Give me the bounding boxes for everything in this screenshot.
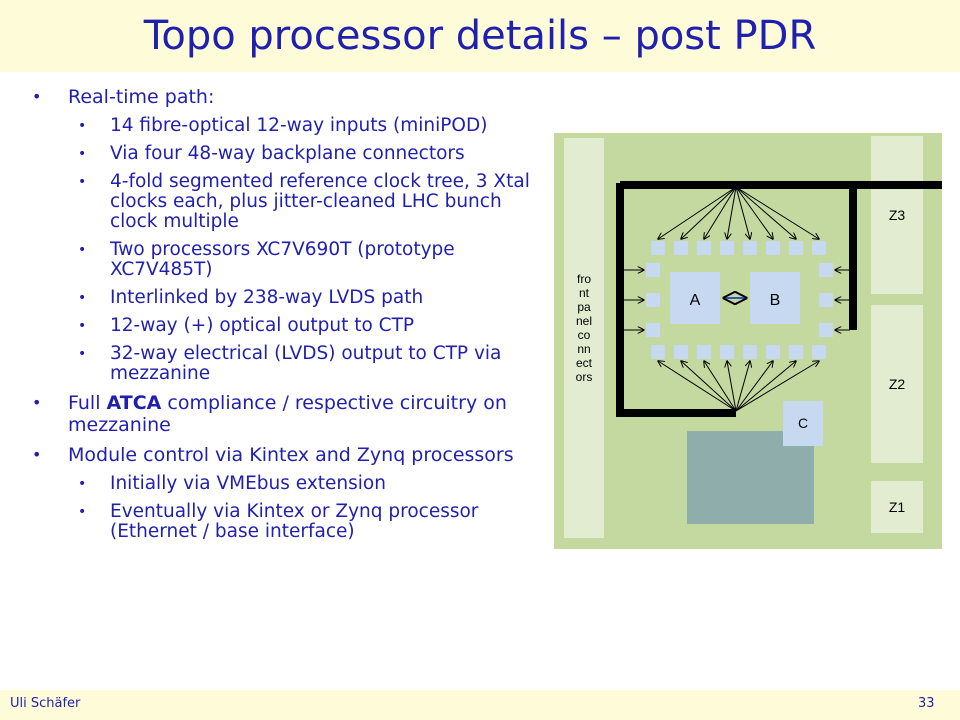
- minipod: [651, 345, 665, 359]
- fibre-arrow: [658, 186, 737, 239]
- page-number: 33: [918, 696, 935, 711]
- minipod: [720, 345, 734, 359]
- title-bar: [0, 0, 960, 72]
- minipod: [646, 293, 660, 307]
- minipod: [674, 345, 688, 359]
- minipod: [812, 345, 826, 359]
- mezzanine: [687, 431, 814, 524]
- fibre-arrow: [658, 361, 737, 412]
- fibre-arrow: [735, 361, 796, 412]
- sub-bullet: Two processors XC7V690T (prototype XC7V4…: [32, 240, 532, 280]
- minipod: [812, 241, 826, 255]
- zone-z2-label: Z2: [889, 376, 906, 392]
- minipod: [766, 241, 780, 255]
- bullet-module-control: Module control via Kintex and Zynq proce…: [32, 444, 532, 466]
- sub-bullet: 14 fibre-optical 12-way inputs (miniPOD): [32, 116, 532, 137]
- minipod: [646, 263, 660, 277]
- minipod: [743, 345, 757, 359]
- fibre-arrow: [704, 186, 737, 239]
- minipod: [819, 323, 833, 337]
- fibre-arrow-group: [624, 186, 850, 412]
- chip-c-label: C: [798, 415, 808, 431]
- fibre-arrow: [727, 186, 737, 239]
- zone-z3: [871, 136, 923, 294]
- bullet-realtime-path: Real-time path:: [32, 86, 532, 108]
- atca-pre: Full: [68, 392, 107, 414]
- zone-z2: [871, 305, 923, 463]
- minipod: [819, 293, 833, 307]
- fibre-arrow: [735, 186, 750, 239]
- minipod: [720, 241, 734, 255]
- chip-b: [750, 272, 800, 324]
- minipod: [697, 241, 711, 255]
- fibre-arrow: [681, 361, 737, 412]
- bullet-atca: Full ATCA compliance / respective circui…: [32, 392, 532, 436]
- minipod: [766, 345, 780, 359]
- atca-post: compliance / respective circuitry on mez…: [68, 392, 507, 436]
- fibre-arrow: [735, 361, 750, 412]
- zone-z3-label: Z3: [889, 207, 906, 223]
- minipod: [646, 323, 660, 337]
- fibre-arrow: [735, 186, 773, 239]
- footer-author: Uli Schäfer: [10, 696, 81, 711]
- sub-bullet: Via four 48-way backplane connectors: [32, 144, 532, 165]
- sub-bullet: Interlinked by 238-way LVDS path: [32, 288, 532, 309]
- minipod: [819, 263, 833, 277]
- footer-bar: [0, 690, 960, 720]
- minipod: [674, 241, 688, 255]
- fibre-arrow: [735, 361, 773, 412]
- minipod: [789, 241, 803, 255]
- minipod: [743, 241, 757, 255]
- zone-z1: [871, 481, 923, 533]
- sub-bullet: 12-way (+) optical output to CTP: [32, 316, 532, 337]
- sub-bullet: Eventually via Kintex or Zynq processor …: [32, 502, 532, 542]
- zone-z1-label: Z1: [889, 499, 906, 515]
- chip-c: [783, 401, 823, 446]
- fibre-arrow: [704, 361, 737, 412]
- minipod: [651, 241, 665, 255]
- sub-bullet: 32-way electrical (LVDS) output to CTP v…: [32, 344, 532, 384]
- bullet-list: Real-time path: 14 fibre-optical 12-way …: [32, 86, 532, 542]
- minipod: [697, 345, 711, 359]
- fibre-arrow: [727, 361, 737, 412]
- backplane-trace-left: [616, 183, 736, 417]
- chip-a-label: A: [690, 292, 701, 309]
- slide-title: Topo processor details – post PDR: [143, 13, 817, 59]
- fibre-arrow: [735, 186, 819, 239]
- sub-bullet: 4-fold segmented reference clock tree, 3…: [32, 172, 532, 232]
- fibre-arrow: [735, 361, 819, 412]
- chip-b-label: B: [770, 292, 781, 309]
- front-panel: [564, 138, 604, 538]
- atca-bold: ATCA: [106, 392, 162, 414]
- minipod-group: [646, 241, 833, 359]
- minipod: [789, 345, 803, 359]
- sub-bullet: Initially via VMEbus extension: [32, 474, 532, 495]
- chip-a: [670, 272, 720, 324]
- fibre-arrow: [735, 186, 796, 239]
- fibre-arrow: [681, 186, 737, 239]
